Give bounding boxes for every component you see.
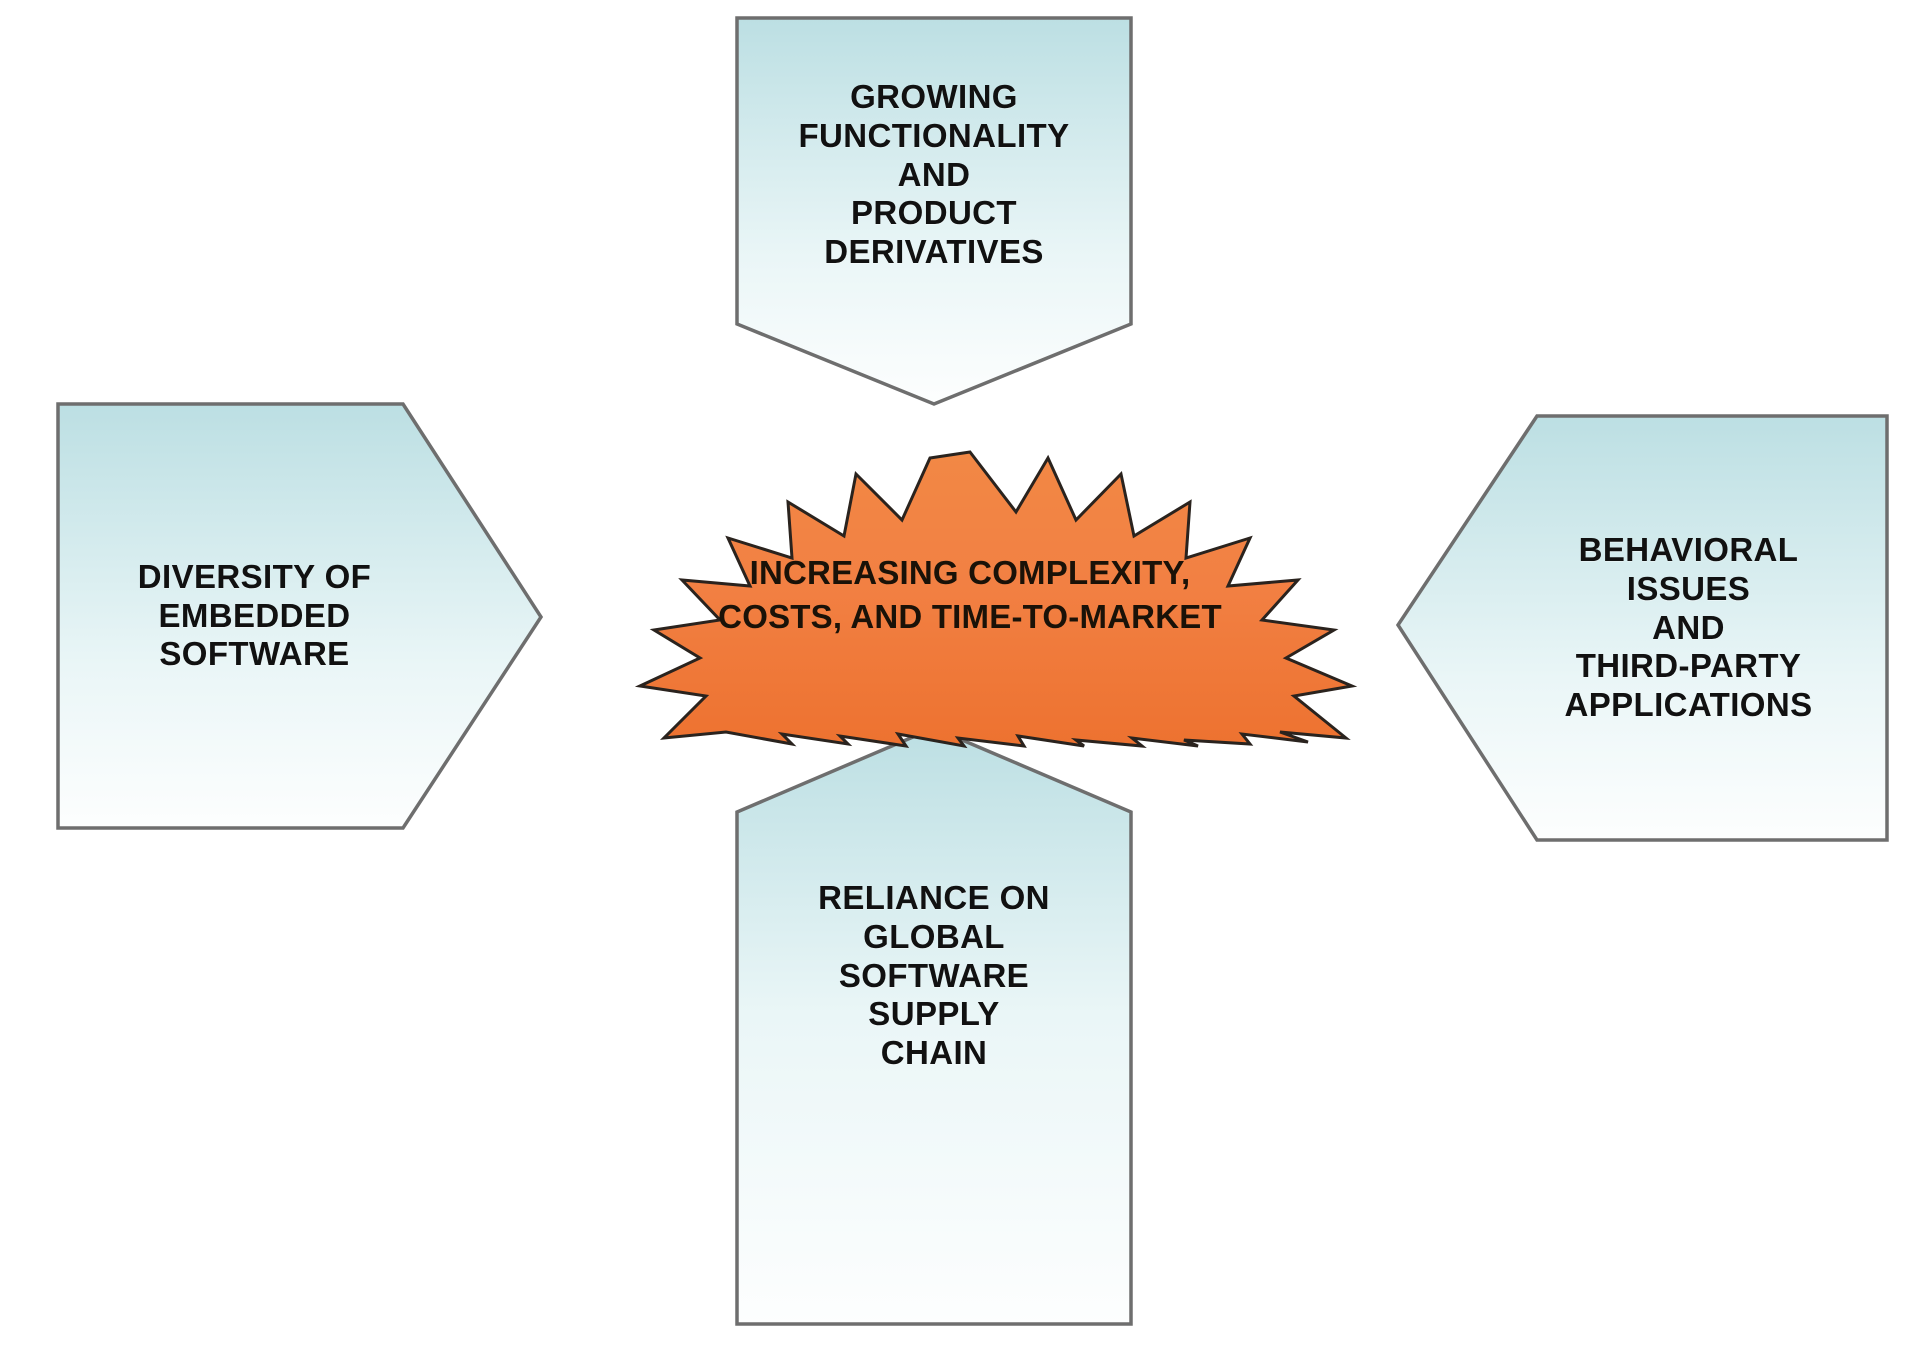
central-starburst[interactable] xyxy=(556,446,1384,749)
callout-top-growing-functionality[interactable]: GROWING FUNCTIONALITY AND PRODUCT DERIVA… xyxy=(735,16,1133,406)
callout-top-shape xyxy=(735,16,1133,406)
callout-left-shape xyxy=(56,402,543,830)
starburst-shape xyxy=(634,450,1358,749)
callout-right-shape xyxy=(1396,414,1889,842)
callout-top-label: GROWING FUNCTIONALITY AND PRODUCT DERIVA… xyxy=(798,78,1070,270)
callout-bottom-reliance-on-global-software-supply-chain[interactable]: RELIANCE ON GLOBAL SOFTWARE SUPPLY CHAIN xyxy=(735,726,1133,1326)
callout-bottom-label: RELIANCE ON GLOBAL SOFTWARE SUPPLY CHAIN xyxy=(818,879,1050,1071)
callout-right-label: BEHAVIORAL ISSUES AND THIRD-PARTY APPLIC… xyxy=(1564,531,1813,723)
starburst-polygon xyxy=(634,450,1358,749)
callout-left-label: DIVERSITY OF EMBEDDED SOFTWARE xyxy=(137,558,372,673)
callout-bottom-shape xyxy=(735,726,1133,1326)
callout-right-behavioral-issues[interactable]: BEHAVIORAL ISSUES AND THIRD-PARTY APPLIC… xyxy=(1396,414,1889,842)
callout-left-diversity-of-embedded-software[interactable]: DIVERSITY OF EMBEDDED SOFTWARE xyxy=(56,402,543,830)
